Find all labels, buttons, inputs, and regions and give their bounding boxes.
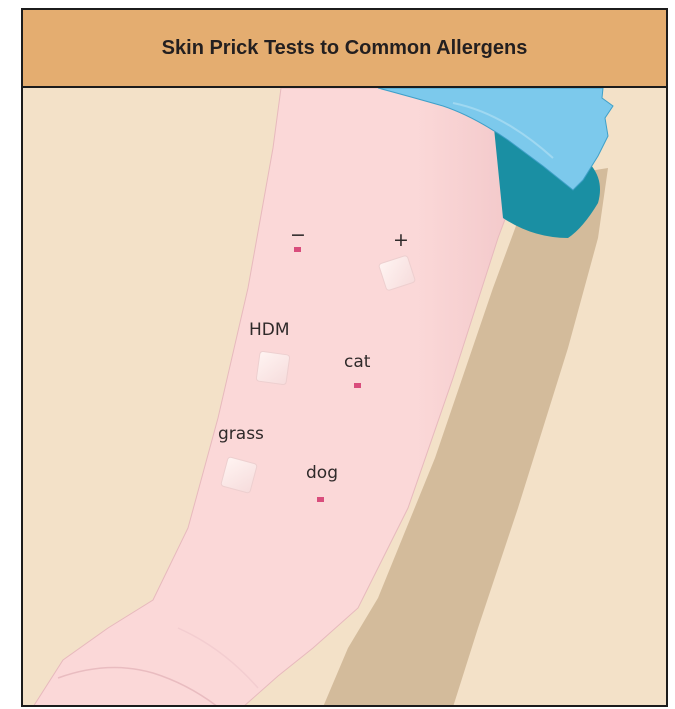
label-grass: grass xyxy=(218,426,264,443)
label-cat: cat xyxy=(344,354,370,371)
label-hdm: HDM xyxy=(249,322,290,339)
prick-dot-dog xyxy=(317,497,324,502)
label-negative-control: − xyxy=(290,226,306,245)
label-positive-control: + xyxy=(393,231,409,250)
wheal-hdm xyxy=(256,351,290,385)
diagram-title: Skin Prick Tests to Common Allergens xyxy=(162,37,528,60)
forearm-illustration xyxy=(23,88,666,707)
prick-dot-negative xyxy=(294,247,301,252)
diagram-frame: Skin Prick Tests to Common Allergens xyxy=(21,8,668,707)
title-bar: Skin Prick Tests to Common Allergens xyxy=(23,10,666,88)
label-dog: dog xyxy=(306,465,338,482)
prick-dot-cat xyxy=(354,383,361,388)
